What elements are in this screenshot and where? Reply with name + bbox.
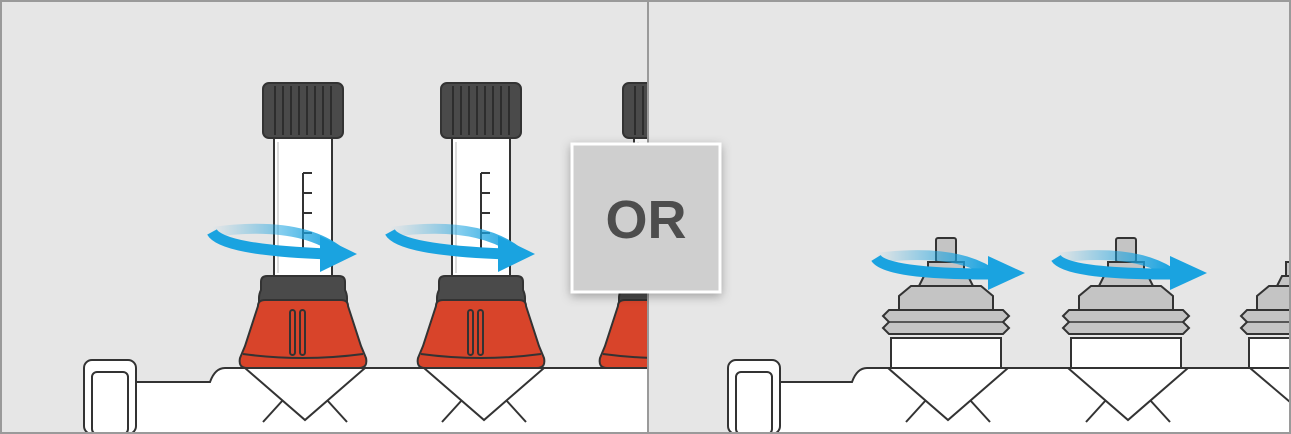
thermostatic-insert-panel bbox=[648, 0, 1291, 434]
rotate-clockwise-arrow-icon bbox=[385, 223, 535, 272]
or-label: OR bbox=[606, 190, 687, 250]
rotate-clockwise-arrow-icon bbox=[207, 223, 357, 272]
or-box: OR bbox=[570, 142, 722, 294]
manifold-bar bbox=[83, 359, 647, 434]
rotate-clockwise-arrow-icon bbox=[871, 250, 1025, 290]
flow-meter-panel bbox=[0, 0, 648, 434]
rotate-clockwise-arrow-icon bbox=[1051, 250, 1207, 290]
manifold-bar bbox=[727, 359, 1291, 434]
